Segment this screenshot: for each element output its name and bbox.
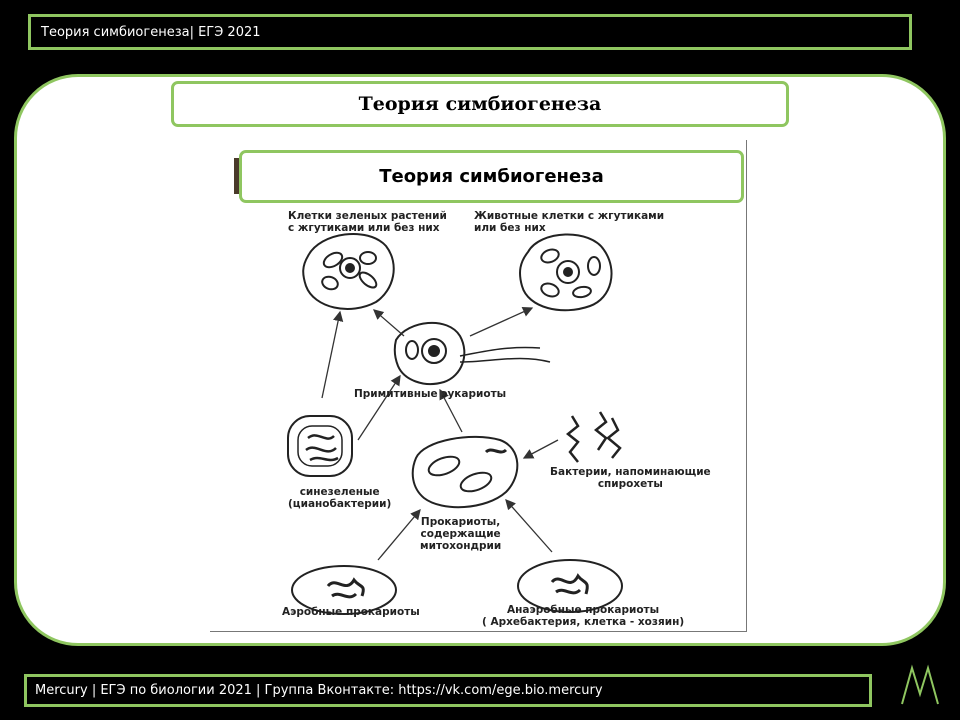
header-bar: Теория симбиогенеза| ЕГЭ 2021 [28, 14, 912, 50]
green-plant-cell-icon [302, 233, 395, 310]
footer-bar: Mercury | ЕГЭ по биологии 2021 | Группа … [24, 674, 872, 707]
diagram-drawing [287, 233, 623, 615]
animal-cell-icon [519, 233, 613, 312]
label-primitive-eukaryotes: Примитивные эукариоты [354, 388, 507, 400]
label-cyanobacteria: синезеленые (цианобактерии) [288, 486, 392, 510]
figure-title: Теория симбиогенеза [239, 150, 744, 203]
symbiogenesis-diagram: Клетки зеленых растений с жгутиками или … [210, 140, 747, 632]
cyanobacteria-icon [287, 415, 353, 477]
label-spirochete-bacteria: Бактерии, напоминающие спирохеты [550, 466, 711, 490]
label-animal-cells: Животные клетки с жгутиками или без них [474, 210, 665, 234]
mercury-logo-icon [898, 664, 942, 708]
spirochete-icon [565, 411, 622, 463]
label-anaerobic-prokaryotes: Анаэробные прокариоты ( Архебактерия, кл… [482, 604, 685, 628]
slide-title: Теория симбиогенеза [171, 81, 789, 127]
label-green-plants: Клетки зеленых растений с жгутиками или … [288, 210, 447, 234]
label-aerobic-prokaryotes: Аэробные прокариоты [282, 606, 420, 618]
primitive-eukaryote-icon [393, 322, 551, 385]
footer-text: Mercury | ЕГЭ по биологии 2021 | Группа … [35, 683, 603, 698]
slide-title-text: Теория симбиогенеза [358, 93, 602, 115]
header-text: Теория симбиогенеза| ЕГЭ 2021 [41, 24, 261, 40]
aerobic-prokaryote-icon [291, 565, 397, 615]
diagram-arrows [321, 307, 559, 561]
anaerobic-prokaryote-icon [517, 559, 623, 613]
figure-title-text: Теория симбиогенеза [379, 166, 604, 187]
mitochondria-prokaryote-icon [411, 435, 519, 509]
figure-title-edge [234, 158, 240, 194]
label-prokaryotes-mitochondria: Прокариоты, содержащие митохондрии [420, 516, 502, 552]
